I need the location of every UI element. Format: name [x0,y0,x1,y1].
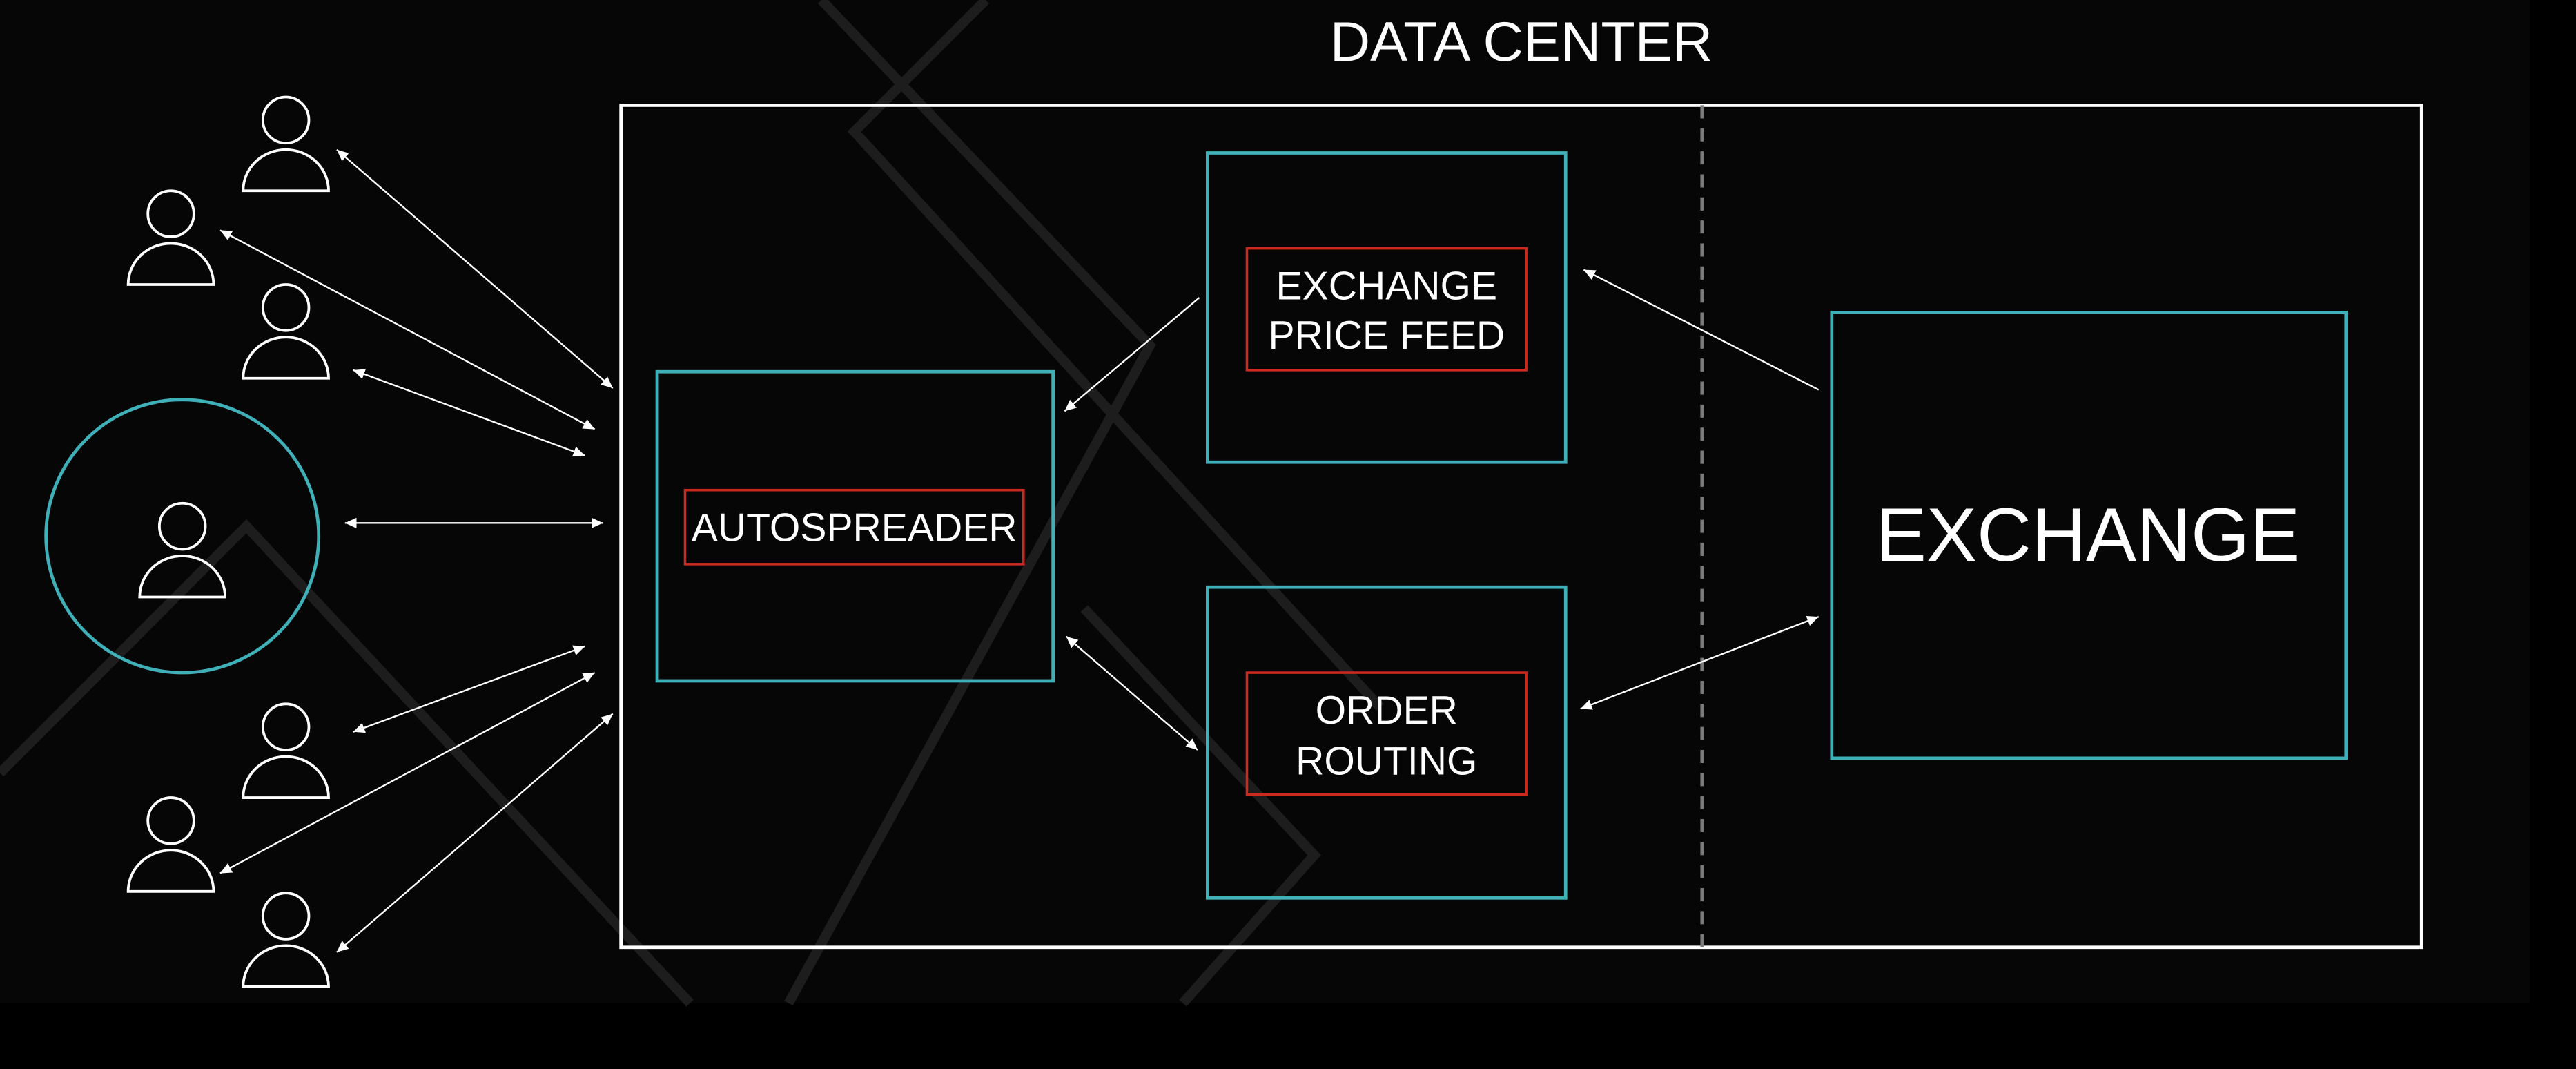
order-routing-box [1205,585,1568,900]
price-feed-label-box [1245,247,1528,372]
order-routing-label-line2: ROUTING [1296,740,1477,784]
autospreader-label: AUTOSPREADER [692,506,1017,550]
order-routing-label-line1: ORDER [1316,688,1458,733]
arrow-order-routing-exchange [1580,615,1819,710]
one-way-arrows [1064,269,1819,412]
price-feed-box [1205,151,1568,464]
data-center-box [619,104,2423,950]
order-routing-label-box [1245,671,1528,796]
exchange-box [1830,311,2348,760]
price-feed-label-line1: EXCHANGE [1276,264,1498,308]
arrow-price-feed-to-autospreader [1064,297,1200,412]
arrow-user-3 [353,369,585,457]
diagram-title: DATA CENTER [1330,11,1713,73]
arrow-autospreader-order-routing [1065,635,1198,751]
arrow-exchange-to-price-feed [1583,269,1819,391]
autospreader-box [655,369,1055,683]
highlighted-user-circle [44,398,321,675]
price-feed-label-line2: PRICE FEED [1268,314,1505,358]
connection-arrows [219,148,1819,953]
arrow-user-6 [336,713,614,953]
exchange-label: EXCHANGE [1876,493,2300,577]
autospreader-label-box [683,488,1025,566]
